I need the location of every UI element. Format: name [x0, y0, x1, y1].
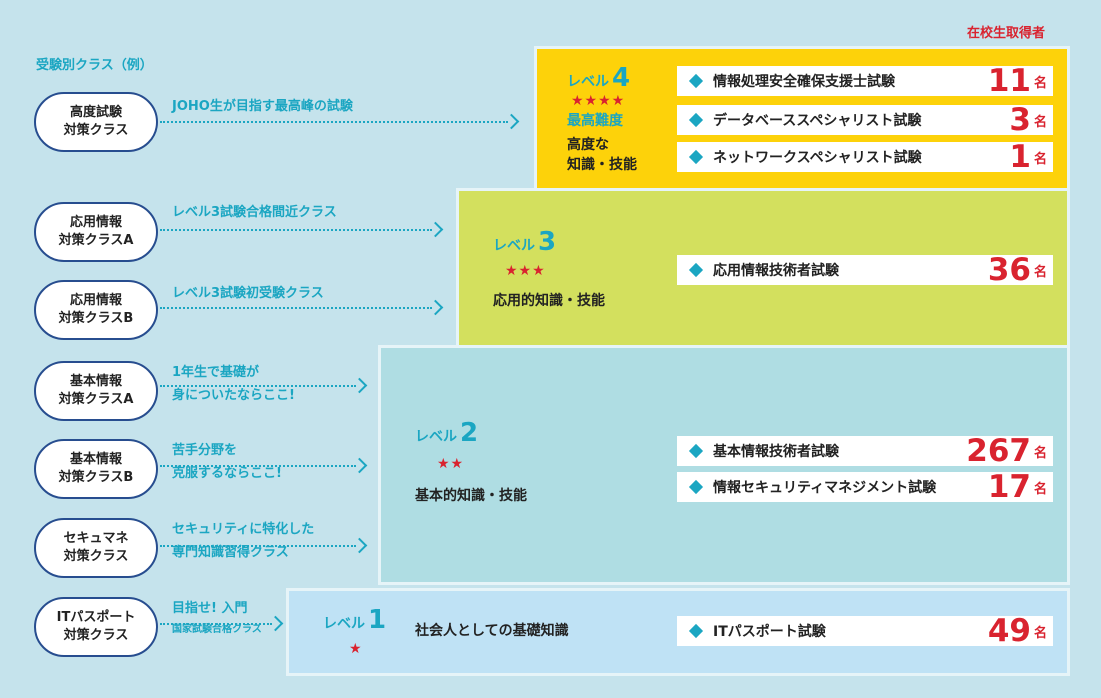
arrow-right-icon — [160, 377, 368, 394]
class-fundamental-b: 基本情報対策クラスB — [34, 439, 158, 499]
diamond-bullet-icon — [688, 149, 704, 165]
class-security-management: セキュマネ対策クラス — [34, 518, 158, 578]
level-2-description: 基本的知識・技能 — [415, 488, 527, 504]
class-security-management-description: セキュリティに特化した専門知識習得クラス — [172, 522, 315, 560]
level-3-description: 応用的知識・技能 — [493, 293, 605, 309]
level-4-description-2: 知識・技能 — [567, 157, 637, 173]
class-applied-a: 応用情報対策クラスA — [34, 202, 158, 262]
class-advanced: 高度試験対策クラス — [34, 92, 158, 152]
level-4-difficulty: 最高難度 — [567, 113, 623, 129]
class-fundamental-b-description: 苦手分野を克服するならここ! — [172, 443, 282, 481]
arrow-right-icon — [160, 221, 444, 238]
class-fundamental-a-description: 1年生で基礎が身についたならここ! — [172, 365, 295, 403]
class-applied-b-description: レベル3試験初受験クラス — [172, 286, 324, 301]
class-fundamental-a: 基本情報対策クラスA — [34, 361, 158, 421]
diamond-bullet-icon — [688, 479, 704, 495]
level-4-description-1: 高度な — [567, 137, 609, 153]
diamond-bullet-icon — [688, 623, 704, 639]
diamond-bullet-icon — [688, 262, 704, 278]
class-it-passport: ITパスポート対策クラス — [34, 597, 158, 657]
arrow-right-icon — [160, 615, 284, 632]
class-advanced-description: JOHO生が目指す最高峰の試験 — [172, 99, 353, 114]
diamond-bullet-icon — [688, 73, 704, 89]
level-1-description: 社会人としての基礎知識 — [415, 623, 569, 639]
level-2-stars: ★★ — [437, 456, 465, 472]
class-applied-a-description: レベル3試験合格間近クラス — [172, 205, 337, 220]
level-1-stars: ★ — [349, 641, 363, 657]
section-heading: 受験別クラス（例） — [36, 58, 153, 73]
class-applied-b: 応用情報対策クラスB — [34, 280, 158, 340]
level-4-stars: ★★★★ — [571, 93, 626, 109]
arrow-right-icon — [160, 113, 520, 130]
class-it-passport-description: 目指せ! 入門国家試験合格クラス — [172, 601, 262, 635]
arrow-right-icon — [160, 537, 368, 554]
arrow-right-icon — [160, 457, 368, 474]
arrow-right-icon — [160, 299, 444, 316]
diamond-bullet-icon — [688, 443, 704, 459]
diamond-bullet-icon — [688, 112, 704, 128]
level-3-stars: ★★★ — [505, 263, 546, 279]
holders-caption: 在校生取得者 — [966, 26, 1045, 41]
